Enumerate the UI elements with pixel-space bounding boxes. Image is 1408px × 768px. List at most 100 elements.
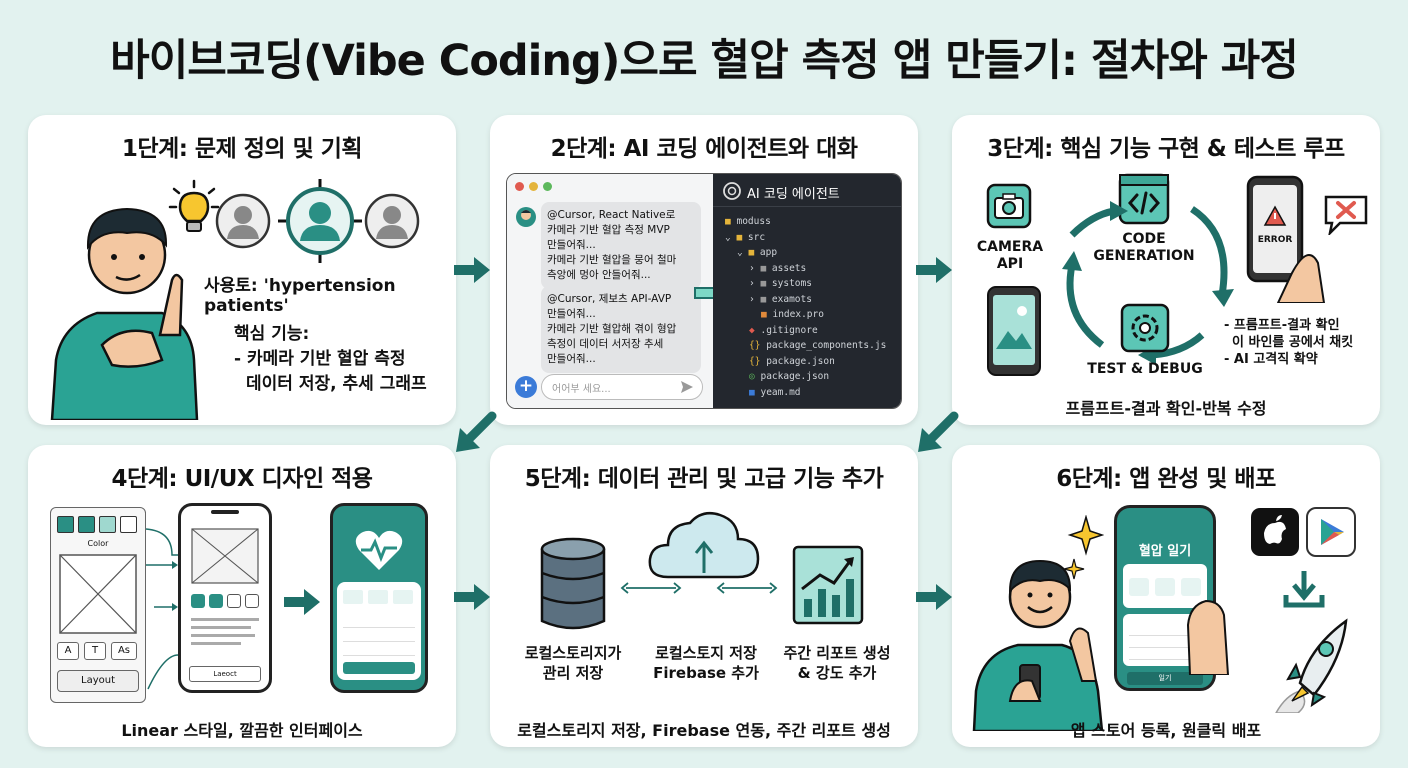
person-thinking-icon	[50, 207, 199, 420]
icon-tile[interactable]	[227, 594, 241, 608]
wireframe-phone: Laeoct	[178, 503, 272, 693]
report-label: 주간 리포트 생성 & 강도 추가	[783, 644, 891, 682]
step4-caption: Linear 스타일, 깔끔한 인터페이스	[121, 721, 363, 740]
features-heading: 핵심 기능:	[234, 324, 310, 344]
color-swatch[interactable]	[120, 516, 137, 533]
avatar	[516, 207, 536, 227]
icon-tile[interactable]	[343, 590, 363, 604]
primary-button[interactable]	[343, 662, 415, 674]
image-placeholder-icon	[191, 528, 259, 584]
chat-message-1: @Cursor, React Native로 카메라 기반 혈압 측정 MVP …	[541, 202, 701, 289]
chat-pane: @Cursor, React Native로 카메라 기반 혈압 측정 MVP …	[507, 174, 713, 408]
cloud-label: 로컬스토지 저장 Firebase 추가	[653, 644, 759, 682]
error-phone-icon	[1246, 175, 1326, 303]
file-item[interactable]: ◆ .gitignore	[749, 324, 818, 336]
bidirectional-arrow-icon	[716, 582, 778, 594]
local-storage-label: 로컬스토리지가 관리 저장	[524, 644, 622, 682]
step5-card: 5단계: 데이터 관리 및 고급 기능 추가 로컬스토리지가 관리 저장 로컬스…	[490, 445, 918, 747]
icon-tile[interactable]	[245, 594, 259, 608]
lightbulb-icon	[168, 179, 220, 232]
file-item[interactable]: ■ index.pro	[761, 309, 824, 320]
icon-tile[interactable]	[191, 594, 205, 608]
layout-small-button[interactable]: Laeoct	[189, 666, 261, 682]
hand-icon	[1186, 599, 1230, 675]
color-label: Color	[87, 539, 109, 548]
chat-input[interactable]: 어어부 세요...	[541, 374, 703, 400]
target-users-text: 사용토: 'hypertension patients'	[204, 276, 396, 316]
arrow-right-icon	[284, 589, 320, 615]
heart-pulse-icon	[355, 530, 403, 570]
ai-agent-icon	[723, 182, 741, 200]
close-bubble-icon	[1324, 195, 1368, 235]
code-pane: AI 코딩 에이전트 ■ moduss ⌄ ■ src ⌄ ■ app › ■ …	[713, 174, 901, 408]
file-item[interactable]: ⌄ ■ app	[737, 247, 778, 258]
step3-title: 3단계: 핵심 기능 구현 & 테스트 루프	[987, 136, 1345, 162]
icon-tile[interactable]	[1181, 578, 1201, 596]
code-icon	[1118, 173, 1170, 225]
user-icon	[215, 193, 271, 249]
color-swatch[interactable]	[99, 516, 116, 533]
growth-chart-icon	[792, 545, 864, 625]
step6-caption: 앱 스토어 등록, 원클릭 배포	[1070, 721, 1262, 740]
arrow-down-left-icon	[918, 411, 959, 452]
designed-phone	[330, 503, 428, 693]
features-line1: - 카메라 기반 혈압 측정	[234, 349, 406, 369]
error-label: ERROR	[1257, 235, 1293, 245]
step4-title: 4단계: UI/UX 디자인 적용	[111, 466, 373, 492]
download-icon	[1283, 571, 1325, 608]
sparkle-icon	[1064, 515, 1104, 580]
arrow-right-icon	[916, 257, 952, 283]
text-tool-t[interactable]: T	[84, 642, 106, 660]
file-item[interactable]: › ■ systoms	[749, 278, 812, 289]
color-swatch[interactable]	[78, 516, 95, 533]
icon-tile[interactable]	[1155, 578, 1175, 596]
step2-title: 2단계: AI 코딩 에이전트와 대화	[550, 136, 858, 162]
file-item[interactable]: ⌄ ■ src	[725, 231, 766, 243]
layout-button[interactable]: Layout	[57, 670, 139, 692]
cloud-upload-icon	[648, 512, 760, 579]
database-icon	[540, 537, 606, 630]
image-placeholder-icon	[59, 554, 137, 634]
step3-caption: 프름프트-결과 확인-반복 수정	[1065, 399, 1267, 418]
file-item[interactable]: › ■ examots	[749, 293, 812, 305]
step1-card: 1단계: 문제 정의 및 기획 사용토: 'hyp	[28, 115, 456, 425]
text-tool-a[interactable]: A	[57, 642, 79, 660]
file-item[interactable]: › ■ assets	[749, 262, 807, 274]
icon-tile[interactable]	[1129, 578, 1149, 596]
step3-card: 3단계: 핵심 기능 구현 & 테스트 루프 CAMERA API CODE G…	[952, 115, 1380, 425]
person-happy-icon	[972, 559, 1104, 731]
window-close-dot[interactable]	[515, 182, 524, 191]
color-swatch[interactable]	[57, 516, 74, 533]
step6-title: 6단계: 앱 완성 및 배포	[1056, 466, 1276, 492]
file-item[interactable]: ◎ package.json	[749, 371, 830, 382]
window-maximize-dot[interactable]	[543, 182, 552, 191]
send-icon[interactable]	[680, 380, 694, 394]
arrow-right-icon	[916, 584, 952, 610]
icon-tile[interactable]	[393, 590, 413, 604]
loop-notes: - 프름프트-결과 확인 이 바인를 공에서 채킷 - AI 고격직 확약	[1224, 318, 1354, 367]
apple-icon	[1251, 508, 1299, 556]
app-primary-button[interactable]: 일기	[1127, 672, 1203, 685]
icon-tile[interactable]	[368, 590, 388, 604]
file-tree: ■ moduss ⌄ ■ src ⌄ ■ app › ■ assets › ■ …	[725, 214, 886, 400]
code-generation-label: CODE GENERATION	[1093, 231, 1195, 264]
file-item[interactable]: {} package.json	[749, 355, 835, 367]
arrow-down-left-icon	[456, 411, 497, 452]
icon-tile[interactable]	[209, 594, 223, 608]
step4-card: 4단계: UI/UX 디자인 적용 Color A T As Layout	[28, 445, 456, 747]
window-minimize-dot[interactable]	[529, 182, 538, 191]
bidirectional-arrow-icon	[620, 582, 682, 594]
step5-title: 5단계: 데이터 관리 및 고급 기능 추가	[524, 466, 884, 492]
arrow-right-icon	[454, 584, 490, 610]
chat-message-2: @Cursor, 제보츠 API-AVP 만들어줘... 카메라 기반 혈압해 …	[541, 286, 701, 373]
target-user-icon	[278, 179, 362, 263]
file-item[interactable]: {} package_components.js	[749, 340, 887, 351]
app-title: 혈압 일기	[1138, 544, 1192, 559]
step2-card: 2단계: AI 코딩 에이전트와 대화 @Cursor, React Nativ…	[490, 115, 918, 425]
file-item[interactable]: ■ yeam.md	[749, 386, 801, 398]
add-attachment-button[interactable]: +	[515, 376, 537, 398]
text-tool-as[interactable]: As	[111, 642, 137, 660]
file-item[interactable]: ■ moduss	[725, 216, 771, 227]
connector-arrows-icon	[145, 528, 179, 690]
arrow-right-icon	[454, 257, 490, 283]
